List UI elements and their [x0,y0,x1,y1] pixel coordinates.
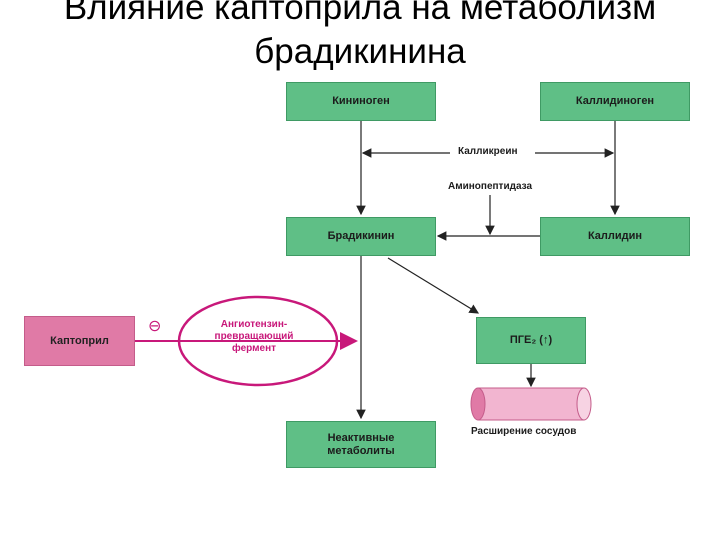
vasodilation-label: Расширение сосудов [468,426,580,437]
inactive-metabolites-box: Неактивные метаболиты [286,421,436,468]
kallidinogen-box: Каллидиноген [540,82,690,121]
aminopeptidase-label: Аминопептидаза [445,181,536,192]
kallikrein-label: Калликреин [455,146,521,157]
pge2-box: ПГЕ₂ (↑) [476,317,586,364]
inhibition-sign: ⊖ [148,318,162,335]
ace-label: Ангиотензин-превращающий фермент [214,319,294,354]
kininogen-box: Кининоген [286,82,436,121]
captopril-box: Каптоприл [24,316,135,366]
bradykinin-box: Брадикинин [286,217,436,256]
page-title: Влияние каптоприла на метаболизм брадики… [63,0,657,71]
kallidin-box: Каллидин [540,217,690,256]
